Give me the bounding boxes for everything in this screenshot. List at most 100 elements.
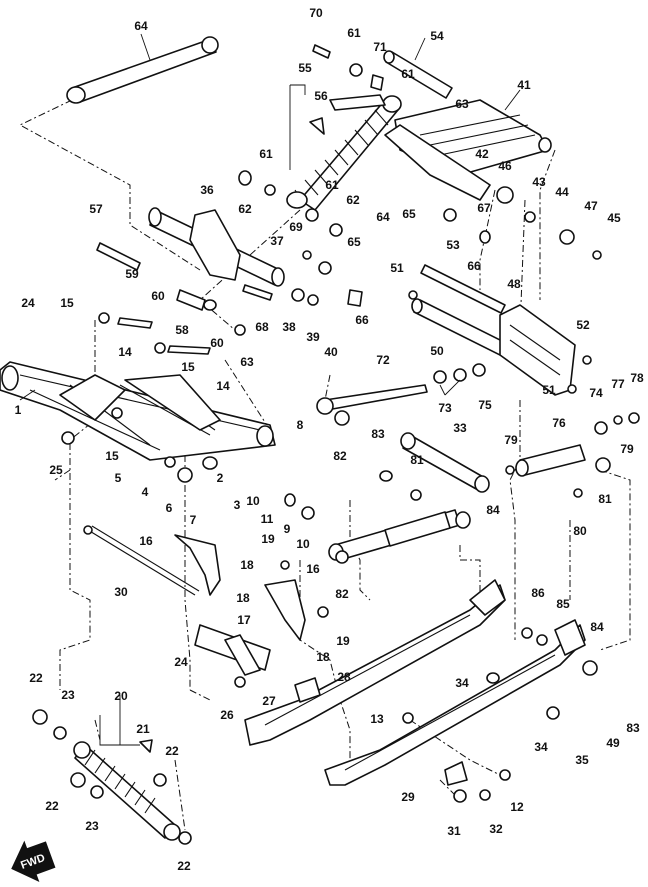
rod-72 (316, 384, 428, 415)
callout-55: 55 (298, 61, 312, 75)
callout-45: 45 (607, 211, 621, 225)
callout-75: 75 (478, 398, 492, 412)
callout-61d: 61 (401, 67, 415, 81)
callout-51a: 51 (390, 261, 404, 275)
callout-86: 86 (531, 586, 545, 600)
callout-8: 8 (297, 418, 304, 432)
callout-69: 69 (289, 220, 303, 234)
callout-16b: 16 (306, 562, 320, 576)
callout-51b: 51 (542, 383, 556, 397)
callout-46: 46 (498, 159, 512, 173)
callout-labels: 1 2 3 4 5 6 7 8 9 10 10 11 12 13 14 14 1… (15, 6, 644, 873)
callout-21: 21 (136, 722, 150, 736)
callout-84a: 84 (486, 503, 500, 517)
assembly-lines (18, 99, 631, 831)
callout-70: 70 (309, 6, 323, 20)
callout-37: 37 (270, 234, 284, 248)
callout-74: 74 (589, 386, 603, 400)
callout-40: 40 (324, 345, 338, 359)
callout-60a: 60 (151, 289, 165, 303)
callout-78: 78 (630, 371, 644, 385)
callout-15a: 15 (60, 296, 74, 310)
callout-79a: 79 (504, 433, 518, 447)
bracket-48 (499, 304, 576, 396)
callout-7: 7 (190, 513, 197, 527)
callout-1: 1 (15, 403, 22, 417)
callout-18a: 18 (240, 558, 254, 572)
front-mount-36 (148, 207, 285, 287)
callout-53: 53 (446, 238, 460, 252)
callout-63a: 63 (455, 97, 469, 111)
callout-24a: 24 (21, 296, 35, 310)
rod-30 (83, 525, 200, 596)
callout-48: 48 (507, 277, 521, 291)
callout-11: 11 (261, 512, 274, 526)
callout-14b: 14 (216, 379, 230, 393)
callout-61a: 61 (347, 26, 361, 40)
callout-19a: 19 (261, 532, 275, 546)
callout-36: 36 (200, 183, 214, 197)
callout-68: 68 (255, 320, 269, 334)
callout-61c: 61 (325, 178, 339, 192)
rear-shock-spring (286, 94, 402, 211)
rear-damper-84 (328, 509, 471, 561)
front-shock (73, 741, 181, 841)
callout-43: 43 (532, 175, 546, 189)
callout-77: 77 (611, 377, 625, 391)
callout-4: 4 (142, 485, 149, 499)
callout-50: 50 (430, 344, 444, 358)
callout-26: 26 (220, 708, 234, 722)
callout-27: 27 (262, 694, 276, 708)
callout-56: 56 (314, 89, 328, 103)
callout-47: 47 (584, 199, 598, 213)
callout-64a: 64 (134, 19, 148, 33)
callout-17: 17 (237, 613, 251, 627)
slide-rail-right (324, 619, 586, 786)
callout-6: 6 (166, 501, 173, 515)
rod-54 (383, 50, 453, 99)
callout-13: 13 (370, 712, 384, 726)
callout-30: 30 (114, 585, 128, 599)
callout-65a: 65 (402, 207, 416, 221)
callout-73: 73 (438, 401, 452, 415)
callout-28: 28 (337, 670, 351, 684)
hardware (32, 44, 640, 845)
callout-9: 9 (284, 522, 291, 536)
callout-12: 12 (510, 800, 524, 814)
callout-65b: 65 (347, 235, 361, 249)
callout-22d: 22 (177, 859, 191, 873)
callout-49: 49 (606, 736, 620, 750)
callout-35: 35 (575, 753, 589, 767)
callout-23a: 23 (61, 688, 75, 702)
shock-mount-27 (194, 624, 271, 676)
callout-80: 80 (573, 524, 587, 538)
callout-41: 41 (517, 78, 531, 92)
callout-58: 58 (175, 323, 189, 337)
callout-57: 57 (89, 202, 103, 216)
callout-23b: 23 (85, 819, 99, 833)
callout-18c: 18 (316, 650, 330, 664)
callout-85: 85 (556, 597, 570, 611)
callout-22a: 22 (29, 671, 43, 685)
callout-81b: 81 (598, 492, 612, 506)
slide-rail-left (244, 579, 506, 746)
callout-64b: 64 (376, 210, 390, 224)
callout-83b: 83 (626, 721, 640, 735)
callout-66a: 66 (467, 259, 481, 273)
callout-32: 32 (489, 822, 503, 836)
callout-71: 71 (373, 40, 387, 54)
shaft-33 (400, 432, 490, 493)
callout-15b: 15 (181, 360, 195, 374)
callout-82a: 82 (333, 449, 347, 463)
link-76 (515, 444, 586, 477)
callout-33: 33 (453, 421, 467, 435)
callout-34b: 34 (534, 740, 548, 754)
front-arm-frame (0, 361, 276, 461)
callout-63b: 63 (240, 355, 254, 369)
callout-59: 59 (125, 267, 139, 281)
callout-52: 52 (576, 318, 590, 332)
callout-22b: 22 (165, 744, 179, 758)
callout-31: 31 (447, 824, 461, 838)
callout-3: 3 (234, 498, 241, 512)
callout-10b: 10 (296, 537, 310, 551)
